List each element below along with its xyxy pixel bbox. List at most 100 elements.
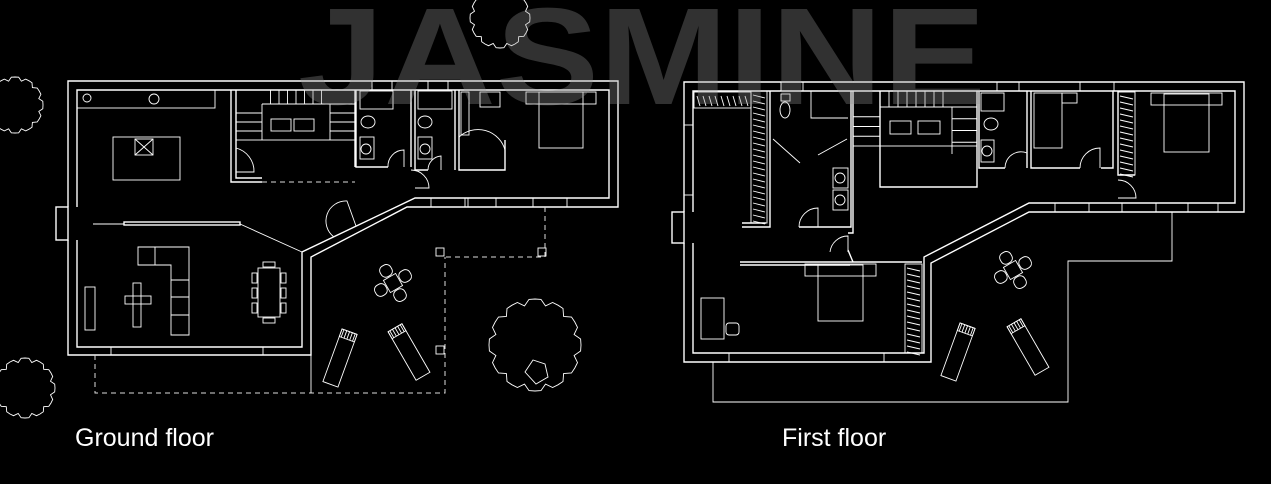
- first-terrace: [712, 212, 1173, 403]
- hanger: [752, 148, 766, 153]
- outdoor-table: [382, 272, 404, 294]
- sun-lounger-icon: [940, 322, 976, 382]
- hanger: [752, 196, 766, 201]
- hanger: [906, 309, 921, 314]
- hanger: [906, 339, 921, 344]
- lounger-slat: [399, 324, 405, 332]
- bed-icon: [538, 91, 584, 149]
- first-bathroom: [772, 91, 1005, 211]
- lounger-slat: [352, 333, 356, 342]
- hanger: [720, 95, 725, 107]
- hanger: [708, 95, 713, 107]
- hanger: [906, 285, 921, 290]
- hanger: [696, 95, 701, 107]
- sink-icon: [82, 93, 92, 103]
- hanger: [1119, 155, 1134, 160]
- lounger-slat: [392, 329, 397, 337]
- lounger-slat: [1011, 324, 1016, 332]
- lounger-cushion: [387, 323, 407, 340]
- dining-table: [257, 267, 281, 318]
- hanger: [738, 95, 743, 107]
- hanger: [726, 95, 731, 107]
- hanger: [906, 327, 921, 332]
- hanger: [1119, 137, 1134, 142]
- sun-lounger-icon: [387, 323, 431, 381]
- outdoor-chair: [994, 270, 1008, 284]
- hanger: [752, 94, 766, 99]
- hanger: [752, 118, 766, 123]
- hanger: [752, 106, 766, 111]
- hanger: [752, 112, 766, 117]
- hanger: [752, 178, 766, 183]
- hanger: [906, 273, 921, 278]
- lounger-slat: [964, 325, 968, 334]
- hanger: [752, 166, 766, 171]
- single-bed-icon: [1033, 92, 1063, 149]
- first-bedrooms: [700, 92, 1223, 340]
- hanger: [752, 190, 766, 195]
- first-staircase: [852, 90, 978, 154]
- hanger: [906, 351, 921, 356]
- outdoor-table-set-icon: [994, 251, 1032, 289]
- hob-icon: [134, 138, 154, 156]
- hanger: [752, 214, 766, 219]
- hanger: [744, 95, 749, 107]
- lounger-slat: [1008, 325, 1014, 333]
- hanger: [1119, 143, 1134, 148]
- hanger: [906, 297, 921, 302]
- trees: [0, 0, 582, 419]
- lounger-slat: [397, 326, 402, 334]
- bed-icon: [817, 264, 864, 322]
- lounger-slat: [394, 327, 400, 335]
- hanger: [906, 279, 921, 284]
- lounger-slat: [1013, 322, 1019, 330]
- ground-floor-doors: [235, 129, 506, 238]
- outdoor-chair: [398, 269, 412, 283]
- hanger: [752, 142, 766, 147]
- hanger: [752, 172, 766, 177]
- lounger-body: [322, 328, 358, 388]
- first-floor-label: First floor: [782, 424, 886, 452]
- post: [537, 247, 547, 257]
- hanger: [752, 220, 766, 225]
- hanger: [752, 160, 766, 165]
- tv-unit: [84, 286, 96, 331]
- outdoor-chair: [999, 251, 1013, 265]
- rock-icon: [524, 359, 549, 385]
- ground-bedroom: [460, 91, 597, 149]
- lounger-slat: [970, 327, 974, 336]
- lounger-slat: [1018, 319, 1024, 327]
- desk: [700, 297, 725, 340]
- hanger: [752, 100, 766, 105]
- lounger-cushion: [1006, 318, 1026, 335]
- hanger: [906, 303, 921, 308]
- hanger: [752, 208, 766, 213]
- hanger: [1119, 149, 1134, 154]
- kitchen-island: [112, 136, 181, 181]
- hanger: [1119, 173, 1134, 178]
- outdoor-chair: [374, 283, 388, 297]
- hanger: [752, 130, 766, 135]
- hanger: [1119, 95, 1134, 100]
- outdoor-chair: [1018, 256, 1032, 270]
- hanger: [752, 154, 766, 159]
- ground-terrace: [94, 207, 547, 394]
- first-floor-plan: [671, 81, 1245, 403]
- hanger: [906, 315, 921, 320]
- hanger: [1119, 101, 1134, 106]
- outdoor-chair: [379, 264, 393, 278]
- lounger-slat: [349, 332, 353, 341]
- hanger: [732, 95, 737, 107]
- lounger-slat: [967, 326, 971, 335]
- hanger: [714, 95, 719, 107]
- post: [435, 345, 445, 355]
- lounger-slat: [389, 330, 395, 338]
- sun-lounger-icon: [1006, 318, 1050, 376]
- hanger: [906, 345, 921, 350]
- first-wardrobes: [693, 90, 1136, 356]
- lounger-body: [940, 322, 976, 382]
- hanger: [906, 291, 921, 296]
- lounger-slat: [958, 323, 963, 332]
- kitchen: [76, 89, 216, 181]
